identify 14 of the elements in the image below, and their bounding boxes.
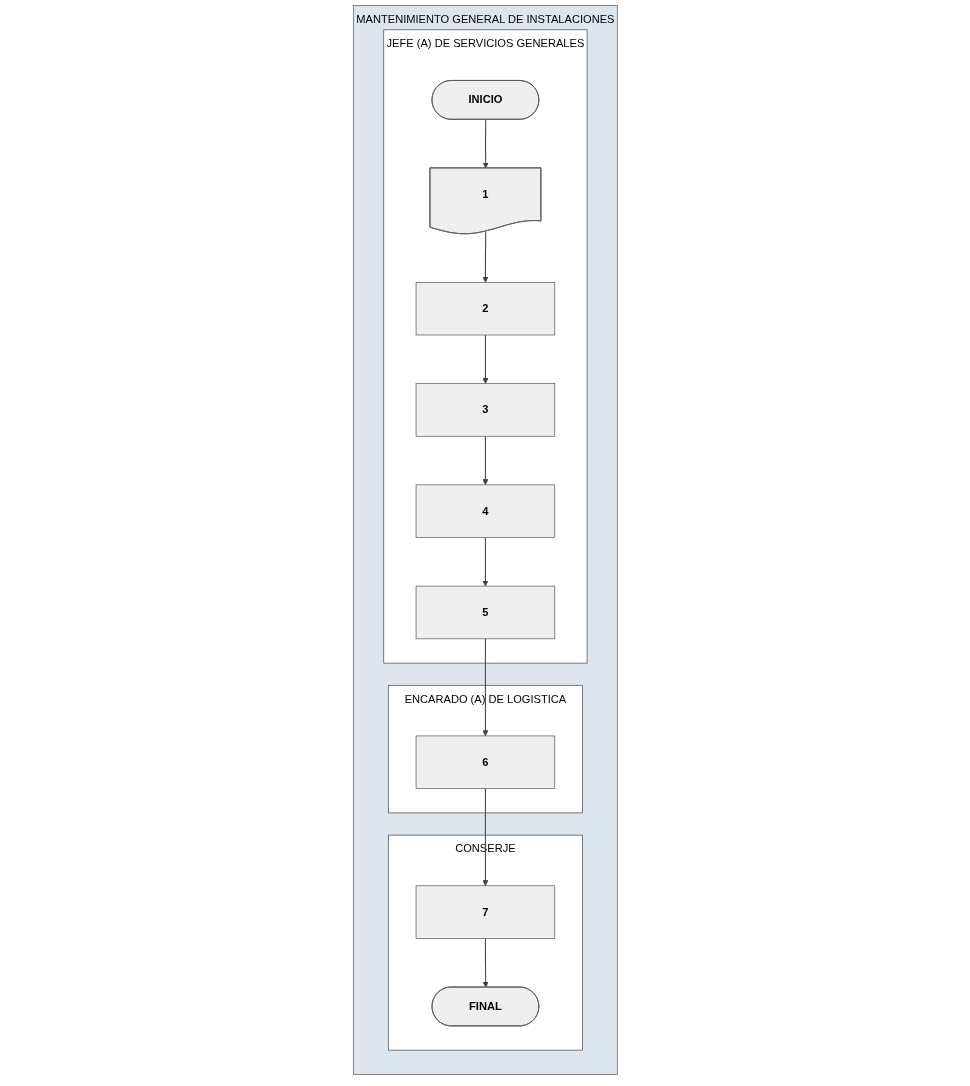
node-box: 7: [415, 885, 555, 939]
node-box: 2: [415, 281, 555, 336]
node-box: 3: [415, 383, 555, 437]
arrow: [481, 638, 489, 737]
arrow: [481, 334, 489, 384]
arrow: [481, 435, 489, 486]
arrow: [481, 230, 489, 283]
arrow: [482, 119, 489, 169]
node-box: 6: [415, 735, 555, 789]
arrow: [481, 788, 489, 887]
node-box: 5: [415, 585, 555, 640]
node-box: 4: [415, 484, 555, 538]
arrow: [481, 537, 489, 587]
arrow: [482, 937, 489, 988]
